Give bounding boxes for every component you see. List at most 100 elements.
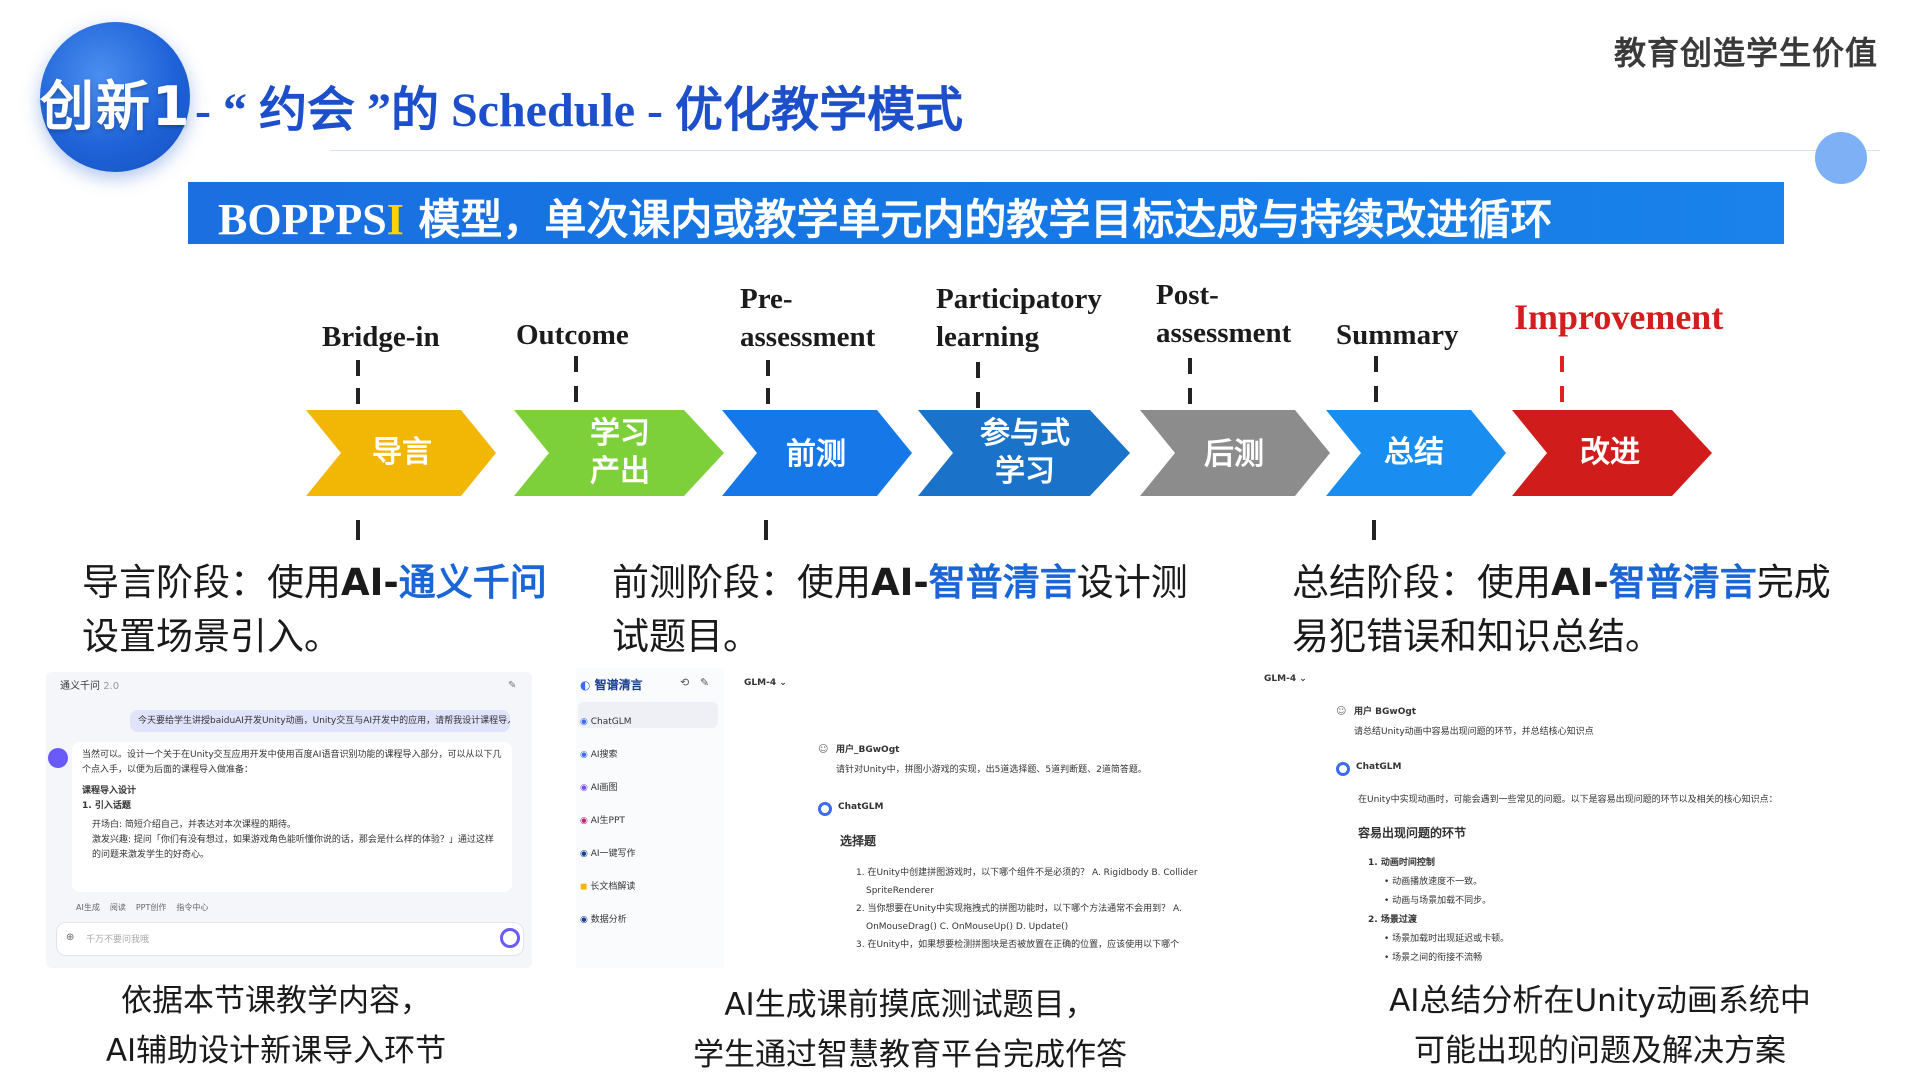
caption-line: 可能出现的问题及解决方案 bbox=[1414, 1033, 1786, 1069]
attach-icon[interactable]: ⊕ bbox=[66, 932, 75, 943]
stage-arrow-improvement bbox=[1512, 410, 1712, 496]
sidebar-item-ai-draw[interactable]: ◉ AI画图 bbox=[580, 772, 636, 805]
chart-icon: ◉ bbox=[580, 915, 588, 925]
model-name: GLM-4 bbox=[1264, 674, 1297, 684]
sidebar-item-label: 数据分析 bbox=[590, 915, 627, 925]
caption-1: 依据本节课教学内容， AI辅助设计新课导入环节 bbox=[76, 976, 476, 1076]
stage-label-bridge-in: Bridge-in bbox=[322, 321, 440, 353]
stage-arrow-bridge-in bbox=[306, 410, 496, 496]
tick bbox=[356, 520, 360, 540]
tick bbox=[976, 362, 980, 378]
desc-text: 前测阶段：使用 bbox=[612, 561, 871, 604]
screenshot-zhipu-summary: GLM-4 ⌄ ☺ 用户 BGwOgt 请总结Unity动画中容易出现问题的环节… bbox=[1262, 668, 1844, 964]
send-button[interactable] bbox=[500, 928, 520, 948]
tool-ai-gen[interactable]: AI生成 bbox=[76, 903, 100, 912]
tool-ppt[interactable]: PPT创作 bbox=[135, 903, 167, 912]
stage-arrow-label: 导言 bbox=[372, 435, 432, 470]
sidebar-item-label: AI生PPT bbox=[590, 816, 625, 826]
caption-3: AI总结分析在Unity动画系统中 可能出现的问题及解决方案 bbox=[1340, 976, 1860, 1076]
issue-detail: 场景之间的衔接不流畅 bbox=[1392, 953, 1483, 963]
assistant-avatar bbox=[48, 748, 68, 768]
title-divider bbox=[330, 150, 1880, 151]
stage-arrow-label: 学习 产出 bbox=[590, 416, 650, 489]
app-logo: ◐ 智谱清言 bbox=[580, 678, 643, 692]
desc-ai: AI- bbox=[1551, 561, 1609, 604]
chatglm-avatar bbox=[1336, 762, 1350, 776]
reply-bullet: 开场白: 简短介绍自己，并表达对本次课程的期待。 bbox=[92, 820, 296, 830]
banner-text: BOPPPSI 模型，单次课内或教学单元内的教学目标达成与持续改进循环 bbox=[218, 186, 1552, 247]
issue-detail: 动画与场景加载不同步。 bbox=[1392, 896, 1492, 906]
desc-text: 设置场景引入。 bbox=[82, 615, 341, 658]
stage-arrow-label: 参与式 学习 bbox=[980, 416, 1070, 489]
quiz-questions: 1. 在Unity中创建拼图游戏时，以下哪个组件不是必须的？ A. Rigidb… bbox=[856, 864, 1260, 954]
stage-arrow-label: 后测 bbox=[1204, 437, 1264, 472]
title-badge-text: 创新1 bbox=[40, 75, 192, 138]
stage-arrow-post-assessment bbox=[1140, 410, 1330, 496]
edit-icon[interactable]: ✎ bbox=[508, 680, 517, 691]
model-name: GLM-4 bbox=[744, 678, 777, 688]
stage-label-post-assessment: Post- assessment bbox=[1156, 279, 1292, 349]
tick bbox=[574, 356, 578, 372]
document-icon: ◼ bbox=[580, 882, 588, 892]
title-badge bbox=[40, 22, 190, 172]
question-cont: SpriteRenderer bbox=[866, 886, 934, 896]
tick bbox=[1560, 386, 1564, 402]
desc-tool-name: 智普清言 bbox=[1608, 561, 1757, 604]
sidebar-item-chatglm[interactable]: ◉ ChatGLM bbox=[580, 706, 636, 739]
stage-arrow-summary bbox=[1326, 410, 1506, 496]
sidebar-item-label: AI搜索 bbox=[590, 750, 618, 760]
writing-icon: ◉ bbox=[580, 849, 588, 859]
tick bbox=[766, 388, 770, 404]
model-selector[interactable]: GLM-4 ⌄ bbox=[744, 678, 787, 688]
stage-label-improvement: Improvement bbox=[1514, 297, 1724, 337]
tool-read[interactable]: 阅读 bbox=[109, 903, 126, 912]
issue-detail: 场景加载时出现延迟或卡顿。 bbox=[1392, 934, 1510, 944]
sidebar-item-doc-reading[interactable]: ◼ 长文档解读 bbox=[580, 871, 636, 904]
answer-heading: 选择题 bbox=[840, 834, 877, 848]
desc-tool-name: 智普清言 bbox=[928, 561, 1077, 604]
chatglm-icon: ◉ bbox=[580, 717, 588, 727]
stage-label-participatory-learning: Participatory learning bbox=[936, 283, 1102, 353]
ppt-icon: ◉ bbox=[580, 816, 588, 826]
user-label: 用户_BGwOgt bbox=[836, 745, 900, 755]
chat-input-box[interactable] bbox=[56, 922, 524, 956]
banner-highlight: I bbox=[386, 195, 404, 244]
stage-label-summary: Summary bbox=[1336, 319, 1459, 351]
bot-label: ChatGLM bbox=[838, 802, 884, 812]
sidebar-item-ai-ppt[interactable]: ◉ AI生PPT bbox=[580, 805, 636, 838]
description-summary: 总结阶段：使用AI-智普清言完成易犯错误和知识总结。 bbox=[1292, 556, 1832, 664]
desc-text: 设计测试题目。 bbox=[612, 561, 1188, 658]
stage-arrow-label: 总结 bbox=[1384, 435, 1444, 470]
sidebar-item-label: AI一键写作 bbox=[590, 849, 636, 859]
page-title: - “ 约会 ”的 Schedule - 优化教学模式 bbox=[195, 84, 964, 137]
assistant-reply: 当然可以。设计一个关于在Unity交互应用开发中使用百度AI语音识别功能的课程导… bbox=[72, 742, 512, 892]
history-icon[interactable]: ⟲ bbox=[680, 676, 690, 689]
answer-heading: 容易出现问题的环节 bbox=[1358, 826, 1467, 840]
tick bbox=[1374, 386, 1378, 402]
question: 1. 在Unity中创建拼图游戏时，以下哪个组件不是必须的？ A. Rigidb… bbox=[856, 868, 1198, 878]
caption-2: AI生成课前摸底测试题目， 学生通过智慧教育平台完成作答 bbox=[650, 980, 1170, 1080]
slogan: 教育创造学生价值 bbox=[1613, 34, 1878, 72]
chat-input-placeholder: 千万不要问我哦 bbox=[86, 935, 150, 945]
sidebar-item-label: 长文档解读 bbox=[590, 882, 636, 892]
sidebar-item-ai-search[interactable]: ◉ AI搜索 bbox=[580, 739, 636, 772]
sidebar-item-data-analysis[interactable]: ◉ 数据分析 bbox=[580, 904, 636, 937]
question: 3. 在Unity中，如果想要检测拼图块是否被放置在正确的位置，应该使用以下哪个 bbox=[856, 940, 1180, 950]
stage-arrow-label: 前测 bbox=[786, 437, 846, 472]
tool-command-center[interactable]: 指令中心 bbox=[176, 903, 209, 912]
reply-heading: 课程导入设计 bbox=[82, 786, 137, 796]
caption-line: 依据本节课教学内容， bbox=[121, 983, 431, 1019]
desc-text: 总结阶段：使用 bbox=[1292, 561, 1551, 604]
compose-icon[interactable]: ✎ bbox=[700, 676, 710, 689]
model-selector[interactable]: GLM-4 ⌄ bbox=[1264, 674, 1307, 684]
reply-bullet: 激发兴趣: 提问「你们有没有想过，如果游戏角色能听懂你说的话，那会是什么样的体验… bbox=[92, 835, 494, 860]
tick bbox=[1374, 356, 1378, 372]
decorative-circle bbox=[1815, 132, 1867, 184]
banner-prefix: BOPPPS bbox=[218, 195, 387, 244]
stage-label-pre-assessment: Pre- assessment bbox=[740, 283, 876, 353]
issue-list: 1. 动画时间控制 • 动画播放速度不一致。 • 动画与场景加载不同步。 2. … bbox=[1368, 854, 1509, 964]
bot-label: ChatGLM bbox=[1356, 762, 1402, 772]
tick bbox=[976, 392, 980, 408]
screenshot-tongyi: 通义千问 2.0 ✎ 今天要给学生讲授baiduAI开发Unity动画，Unit… bbox=[46, 672, 532, 968]
sidebar-item-ai-writing[interactable]: ◉ AI一键写作 bbox=[580, 838, 636, 871]
